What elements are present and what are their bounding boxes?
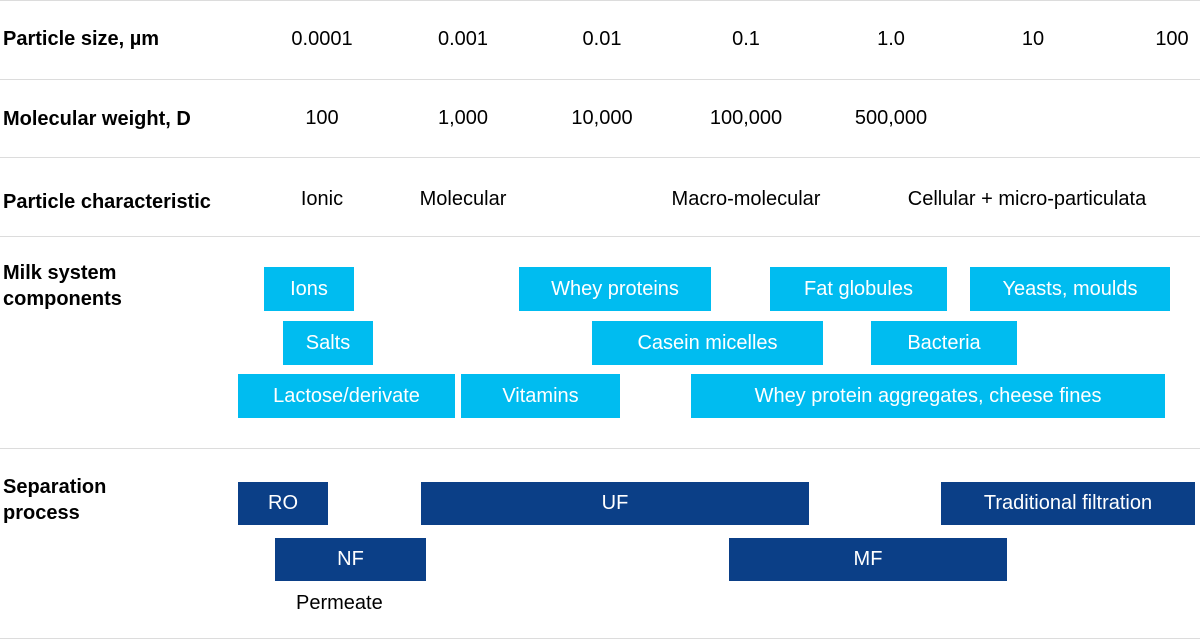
particle-size-value: 0.01 [582, 28, 622, 50]
milk-components-label-line1: Milk system [3, 262, 117, 284]
component-lactose-derivate: Lactose/derivate [238, 374, 455, 418]
molecular-weight-value: 1,000 [437, 107, 489, 129]
divider-bottom [0, 638, 1200, 639]
particle-size-value: 10 [1021, 28, 1045, 50]
particle-characteristic-value: Ionic [300, 188, 344, 210]
particle-characteristic-value: Cellular + micro-particulata [907, 188, 1147, 210]
permeate-note: Permeate [296, 592, 383, 614]
particle-characteristic-label: Particle characteristic [3, 191, 211, 213]
divider-4 [0, 448, 1200, 449]
divider-top [0, 0, 1200, 1]
separation-process-label-line2: process [3, 502, 80, 524]
component-bacteria: Bacteria [871, 321, 1017, 365]
particle-size-value: 0.1 [732, 28, 760, 50]
particle-characteristic-value: Molecular [419, 188, 507, 210]
process-traditional-filtration: Traditional filtration [941, 482, 1195, 525]
component-ions: Ions [264, 267, 354, 311]
process-uf: UF [421, 482, 809, 525]
process-nf: NF [275, 538, 426, 581]
component-casein-micelles: Casein micelles [592, 321, 823, 365]
component-vitamins: Vitamins [461, 374, 620, 418]
component-whey-protein-aggregates: Whey protein aggregates, cheese fines [691, 374, 1165, 418]
particle-characteristic-value: Macro-molecular [671, 188, 821, 210]
particle-size-value: 1.0 [877, 28, 905, 50]
divider-2 [0, 157, 1200, 158]
component-fat-globules: Fat globules [770, 267, 947, 311]
process-ro: RO [238, 482, 328, 525]
milk-components-label-line2: components [3, 288, 122, 310]
particle-size-value: 100 [1155, 28, 1189, 50]
molecular-weight-value: 100 [305, 107, 339, 129]
particle-size-value: 0.001 [437, 28, 489, 50]
particle-size-label: Particle size, µm [3, 28, 160, 50]
divider-3 [0, 236, 1200, 237]
molecular-weight-value: 10,000 [571, 107, 633, 129]
molecular-weight-label: Molecular weight, D [3, 108, 191, 130]
divider-1 [0, 79, 1200, 80]
component-whey-proteins: Whey proteins [519, 267, 711, 311]
molecular-weight-value: 500,000 [854, 107, 928, 129]
process-mf: MF [729, 538, 1007, 581]
molecular-weight-value: 100,000 [709, 107, 783, 129]
component-yeasts-moulds: Yeasts, moulds [970, 267, 1170, 311]
particle-size-value: 0.0001 [291, 28, 353, 50]
separation-process-label-line1: Separation [3, 476, 107, 498]
component-salts: Salts [283, 321, 373, 365]
